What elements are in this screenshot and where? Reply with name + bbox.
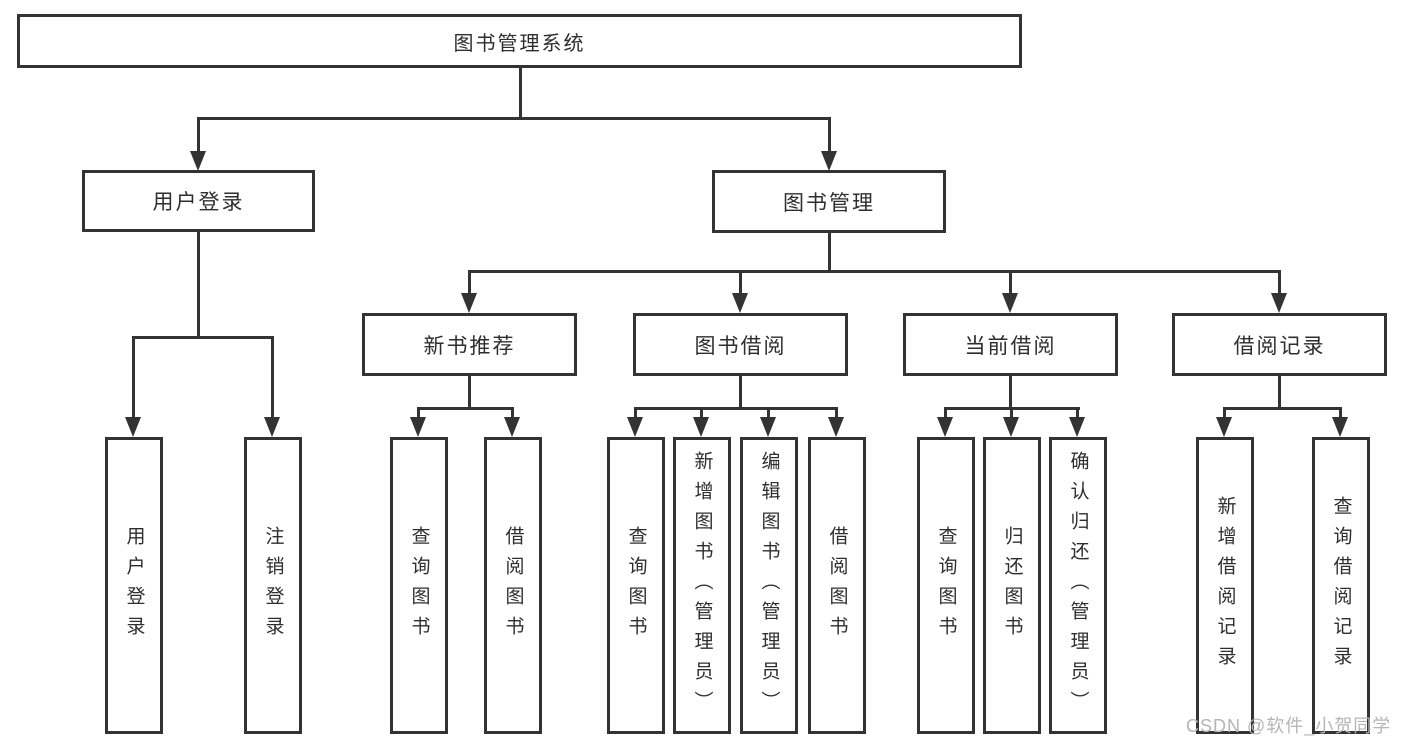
connector-line (767, 407, 770, 421)
node-user-login: 用户登录 (82, 170, 315, 232)
leaf-label: 新增图书（管理员） (691, 450, 713, 721)
arrow-down-icon (125, 417, 141, 437)
arrow-down-icon (461, 293, 477, 313)
arrow-down-icon (1216, 417, 1232, 437)
arrow-down-icon (190, 151, 206, 171)
node-label: 图书借阅 (694, 334, 787, 358)
arrow-down-icon (828, 417, 844, 437)
node-book-management: 图书管理 (712, 170, 946, 233)
arrow-down-icon (1002, 293, 1018, 313)
connector-line (519, 66, 522, 120)
connector-line (1339, 407, 1342, 421)
connector-line (634, 407, 838, 410)
connector-line (417, 407, 514, 410)
connector-line (1010, 407, 1013, 421)
node-root: 图书管理系统 (17, 14, 1022, 68)
node-label: 借阅记录 (1233, 334, 1326, 358)
connector-line (197, 117, 830, 120)
leaf-borrow-books-recommend: 借阅图书 (484, 437, 542, 734)
connector-line (132, 336, 274, 339)
leaf-label: 用户登录 (123, 525, 145, 646)
node-label: 新书推荐 (423, 334, 516, 358)
node-current-borrow: 当前借阅 (903, 313, 1118, 376)
connector-line (1278, 374, 1281, 410)
leaf-label: 借阅图书 (502, 525, 524, 646)
leaf-label: 编辑图书（管理员） (758, 450, 780, 721)
arrow-down-icon (821, 151, 837, 171)
node-borrow-records: 借阅记录 (1172, 313, 1387, 376)
leaf-borrow-books: 借阅图书 (808, 437, 866, 734)
connector-line (271, 336, 274, 421)
leaf-label: 新增借阅记录 (1214, 495, 1236, 676)
leaf-add-book-admin: 新增图书（管理员） (673, 437, 731, 734)
connector-line (739, 270, 742, 298)
connector-line (511, 407, 514, 421)
arrow-down-icon (627, 417, 643, 437)
leaf-query-books-current: 查询图书 (917, 437, 975, 734)
connector-line (132, 336, 135, 421)
connector-line (1223, 407, 1226, 421)
node-label: 当前借阅 (964, 334, 1057, 358)
leaf-confirm-return-admin: 确认归还（管理员） (1049, 437, 1107, 734)
connector-line (197, 230, 200, 338)
leaf-add-borrow-record: 新增借阅记录 (1196, 437, 1254, 734)
leaf-logout: 注销登录 (244, 437, 302, 734)
connector-line (1278, 270, 1281, 298)
leaf-edit-book-admin: 编辑图书（管理员） (740, 437, 798, 734)
leaf-return-books: 归还图书 (983, 437, 1041, 734)
connector-line (197, 117, 200, 153)
node-new-book-recommend: 新书推荐 (362, 313, 577, 376)
arrow-down-icon (1271, 293, 1287, 313)
leaf-label: 注销登录 (262, 525, 284, 646)
connector-line (468, 374, 471, 410)
leaf-label: 查询借阅记录 (1330, 495, 1352, 676)
leaf-label: 确认归还（管理员） (1067, 450, 1089, 721)
connector-line (700, 407, 703, 421)
arrow-down-icon (1332, 417, 1348, 437)
connector-line (739, 374, 742, 410)
arrow-down-icon (732, 293, 748, 313)
arrow-down-icon (760, 417, 776, 437)
node-label: 图书管理系统 (453, 32, 586, 55)
arrow-down-icon (410, 417, 426, 437)
leaf-label: 借阅图书 (826, 525, 848, 646)
connector-line (1009, 374, 1012, 410)
leaf-query-books-borrow: 查询图书 (607, 437, 665, 734)
leaf-label: 查询图书 (408, 525, 430, 646)
connector-line (634, 407, 637, 421)
connector-line (417, 407, 420, 421)
connector-line (1076, 407, 1079, 421)
leaf-query-books-recommend: 查询图书 (390, 437, 448, 734)
connector-line (828, 117, 831, 153)
watermark: CSDN @软件_小贺同学 (1186, 716, 1392, 736)
connector-line (1223, 407, 1342, 410)
leaf-user-login: 用户登录 (105, 437, 163, 734)
leaf-label: 查询图书 (625, 525, 647, 646)
connector-line (835, 407, 838, 421)
connector-line (944, 407, 947, 421)
node-label: 图书管理 (783, 191, 875, 215)
leaf-label: 查询图书 (935, 525, 957, 646)
arrow-down-icon (264, 417, 280, 437)
leaf-label: 归还图书 (1001, 525, 1023, 646)
connector-line (468, 270, 1281, 273)
arrow-down-icon (504, 417, 520, 437)
connector-line (1009, 270, 1012, 298)
arrow-down-icon (693, 417, 709, 437)
arrow-down-icon (1069, 417, 1085, 437)
arrow-down-icon (937, 417, 953, 437)
node-label: 用户登录 (152, 191, 245, 214)
leaf-query-borrow-record: 查询借阅记录 (1312, 437, 1370, 734)
arrow-down-icon (1003, 417, 1019, 437)
connector-line (468, 270, 471, 298)
node-book-borrow: 图书借阅 (633, 313, 848, 376)
connector-line (828, 230, 831, 273)
